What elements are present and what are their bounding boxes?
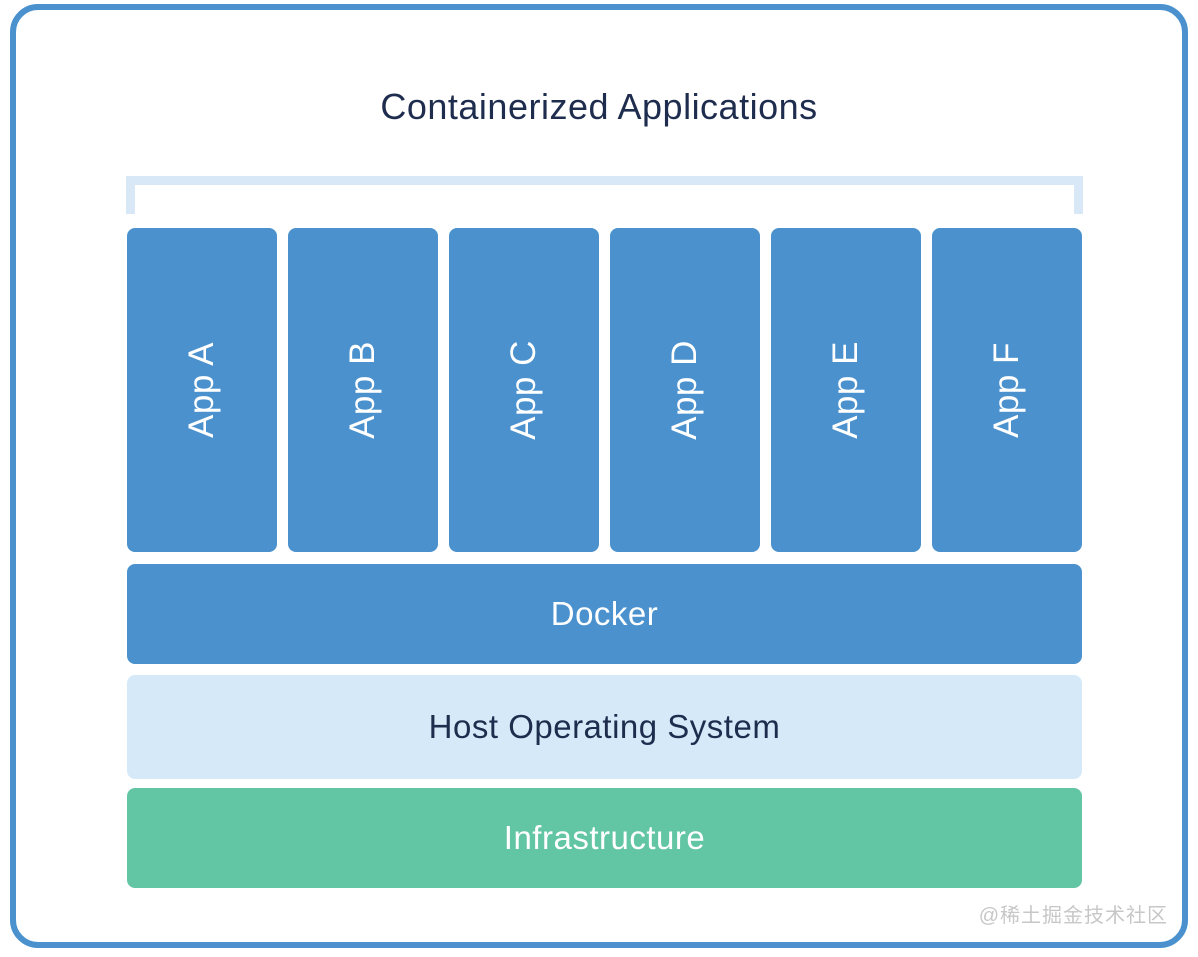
app-label: App A	[181, 342, 221, 438]
app-label: App C	[504, 340, 543, 440]
app-box-c: App C	[449, 228, 599, 552]
app-box-d: App D	[610, 228, 760, 552]
docker-layer: Docker	[127, 564, 1082, 664]
host-os-layer: Host Operating System	[127, 675, 1082, 779]
app-box-a: App A	[127, 228, 277, 552]
apps-row: App A App B App C App D App E App F	[127, 228, 1082, 552]
apps-bracket	[126, 176, 1083, 214]
app-label: App F	[986, 342, 1026, 438]
diagram-title: Containerized Applications	[380, 86, 818, 127]
app-box-f: App F	[932, 228, 1082, 552]
app-label: App E	[825, 341, 865, 439]
app-label: App B	[342, 341, 382, 439]
app-box-b: App B	[288, 228, 438, 552]
app-box-e: App E	[771, 228, 921, 552]
diagram-card: Containerized Applications App A App B A…	[10, 4, 1188, 948]
infrastructure-layer: Infrastructure	[127, 788, 1082, 888]
watermark: @稀土掘金技术社区	[978, 905, 1168, 927]
app-label: App D	[665, 340, 704, 440]
